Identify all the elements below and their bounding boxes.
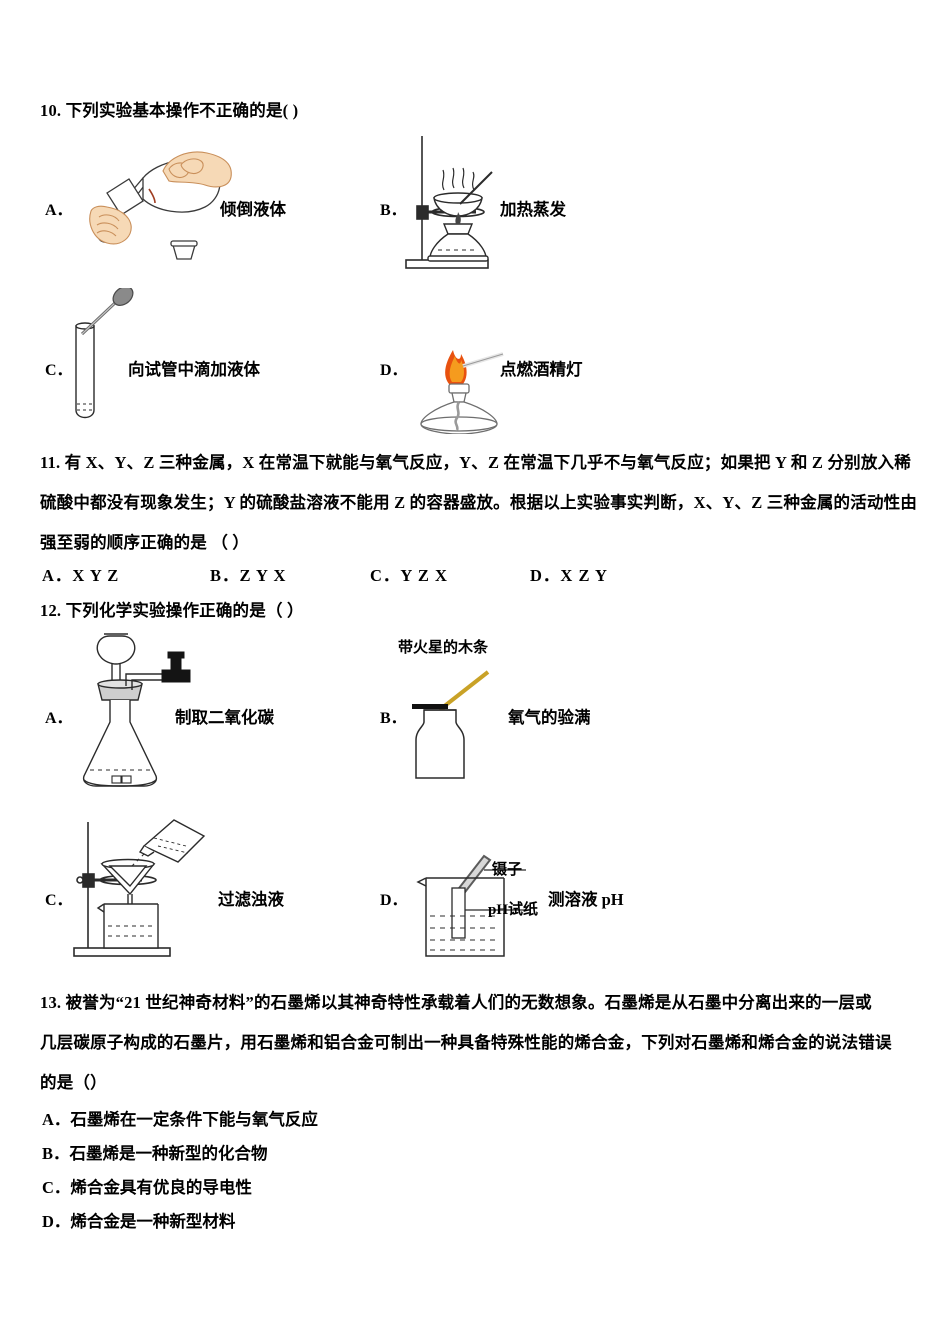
- question-10-text: 下列实验基本操作不正确的是( ): [65, 101, 299, 120]
- q13-option-a-letter: A．: [42, 1110, 71, 1129]
- q10-option-c-caption: 向试管中滴加液体: [128, 360, 260, 379]
- q10-option-d-letter[interactable]: D．: [380, 362, 408, 379]
- question-13-text-line-1: 被誉为“21 世纪神奇材料”的石墨烯以其神奇特性承载着人们的无数想象。石墨烯是从…: [65, 993, 872, 1012]
- q13-option-c-text: 烯合金具有优良的导电性: [70, 1178, 252, 1197]
- q13-option-b[interactable]: B．石墨烯是一种新型的化合物: [42, 1140, 268, 1164]
- q13-option-c[interactable]: C．烯合金具有优良的导电性: [42, 1174, 252, 1198]
- lighting-alcohol-lamp-icon: [405, 322, 517, 434]
- question-12-text: 下列化学实验操作正确的是（ ）: [65, 601, 304, 620]
- question-13-line-1: 13. 被誉为“21 世纪神奇材料”的石墨烯以其神奇特性承载着人们的无数想象。石…: [40, 992, 872, 1014]
- q10-option-c-letter[interactable]: C．: [45, 362, 73, 379]
- q11-option-c-letter: C．: [370, 566, 401, 585]
- q12-option-d-letter[interactable]: D．: [380, 892, 408, 909]
- q11-option-b[interactable]: B．Z Y X: [210, 562, 286, 586]
- q12-option-a-letter[interactable]: A．: [45, 710, 73, 727]
- question-10-stem: 10. 下列实验基本操作不正确的是( ): [40, 100, 298, 122]
- question-11-text-line-1: 有 X、Y、Z 三种金属，X 在常温下就能与氧气反应，Y、Z 在常温下几乎不与氧…: [64, 453, 911, 472]
- q13-option-b-text: 石墨烯是一种新型的化合物: [69, 1144, 268, 1163]
- question-13-line-2: 几层碳原子构成的石墨片，用石墨烯和铝合金可制出一种具备特殊性能的烯合金，下列对石…: [40, 1033, 892, 1052]
- q12-option-a-caption: 制取二氧化碳: [175, 708, 274, 727]
- q12-option-c-caption: 过滤浊液: [218, 890, 284, 909]
- q10-option-a-caption: 倾倒液体: [220, 200, 286, 219]
- q11-option-a-letter: A．: [42, 566, 73, 585]
- question-10-number: 10.: [40, 101, 62, 120]
- filtration-icon: [70, 808, 230, 968]
- q11-option-d-text: X Z Y: [560, 566, 608, 585]
- q12-option-d-annotation-ph-paper: pH试纸: [488, 902, 539, 918]
- q12-option-b-caption: 氧气的验满: [508, 708, 591, 727]
- q13-option-d-letter: D．: [42, 1212, 71, 1231]
- q10-option-a-letter[interactable]: A．: [45, 202, 73, 219]
- q11-option-d-letter: D．: [530, 566, 561, 585]
- q12-option-d-annotation-tweezers: 镊子: [492, 862, 523, 878]
- q10-option-b-caption: 加热蒸发: [500, 200, 566, 219]
- question-11-line-2: 硫酸中都没有现象发生；Y 的硫酸盐溶液不能用 Z 的容器盛放。根据以上实验事实判…: [40, 493, 918, 512]
- q12-option-b-letter[interactable]: B．: [380, 710, 407, 727]
- pouring-liquid-icon: [85, 133, 235, 268]
- oxygen-fullness-test-icon: [410, 660, 530, 780]
- q10-option-b-letter[interactable]: B．: [380, 202, 407, 219]
- heating-evaporation-icon: [400, 128, 515, 278]
- q10-option-d-caption: 点燃酒精灯: [500, 360, 583, 379]
- q13-option-c-letter: C．: [42, 1178, 71, 1197]
- question-12-stem: 12. 下列化学实验操作正确的是（ ）: [40, 600, 304, 622]
- q11-option-a-text: X Y Z: [72, 566, 120, 585]
- ph-measurement-icon: [408, 848, 608, 963]
- dropper-into-test-tube-icon: [62, 288, 152, 428]
- q13-option-a-text: 石墨烯在一定条件下能与氧气反应: [70, 1110, 318, 1129]
- q13-option-d-text: 烯合金是一种新型材料: [70, 1212, 236, 1231]
- co2-generator-icon: [70, 630, 200, 790]
- question-11-line-1: 11. 有 X、Y、Z 三种金属，X 在常温下就能与氧气反应，Y、Z 在常温下几…: [40, 452, 911, 474]
- q13-option-b-letter: B．: [42, 1144, 70, 1163]
- q11-option-c-text: Y Z X: [400, 566, 448, 585]
- question-11-line-3: 强至弱的顺序正确的是 （ ）: [40, 533, 250, 552]
- question-13-number: 13.: [40, 993, 62, 1012]
- question-13-line-3: 的是（）: [40, 1073, 107, 1092]
- question-12-number: 12.: [40, 601, 62, 620]
- q12-option-c-letter[interactable]: C．: [45, 892, 73, 909]
- question-11-number: 11.: [40, 453, 61, 472]
- q12-option-b-annotation: 带火星的木条: [398, 640, 489, 656]
- q11-option-a[interactable]: A．X Y Z: [42, 562, 119, 586]
- q11-option-c[interactable]: C．Y Z X: [370, 562, 448, 586]
- q11-option-b-letter: B．: [210, 566, 240, 585]
- q13-option-a[interactable]: A．石墨烯在一定条件下能与氧气反应: [42, 1106, 318, 1130]
- q12-option-d-caption: 测溶液 pH: [548, 890, 624, 909]
- q11-option-b-text: Z Y X: [239, 566, 287, 585]
- q11-option-d[interactable]: D．X Z Y: [530, 562, 608, 586]
- q13-option-d[interactable]: D．烯合金是一种新型材料: [42, 1208, 235, 1232]
